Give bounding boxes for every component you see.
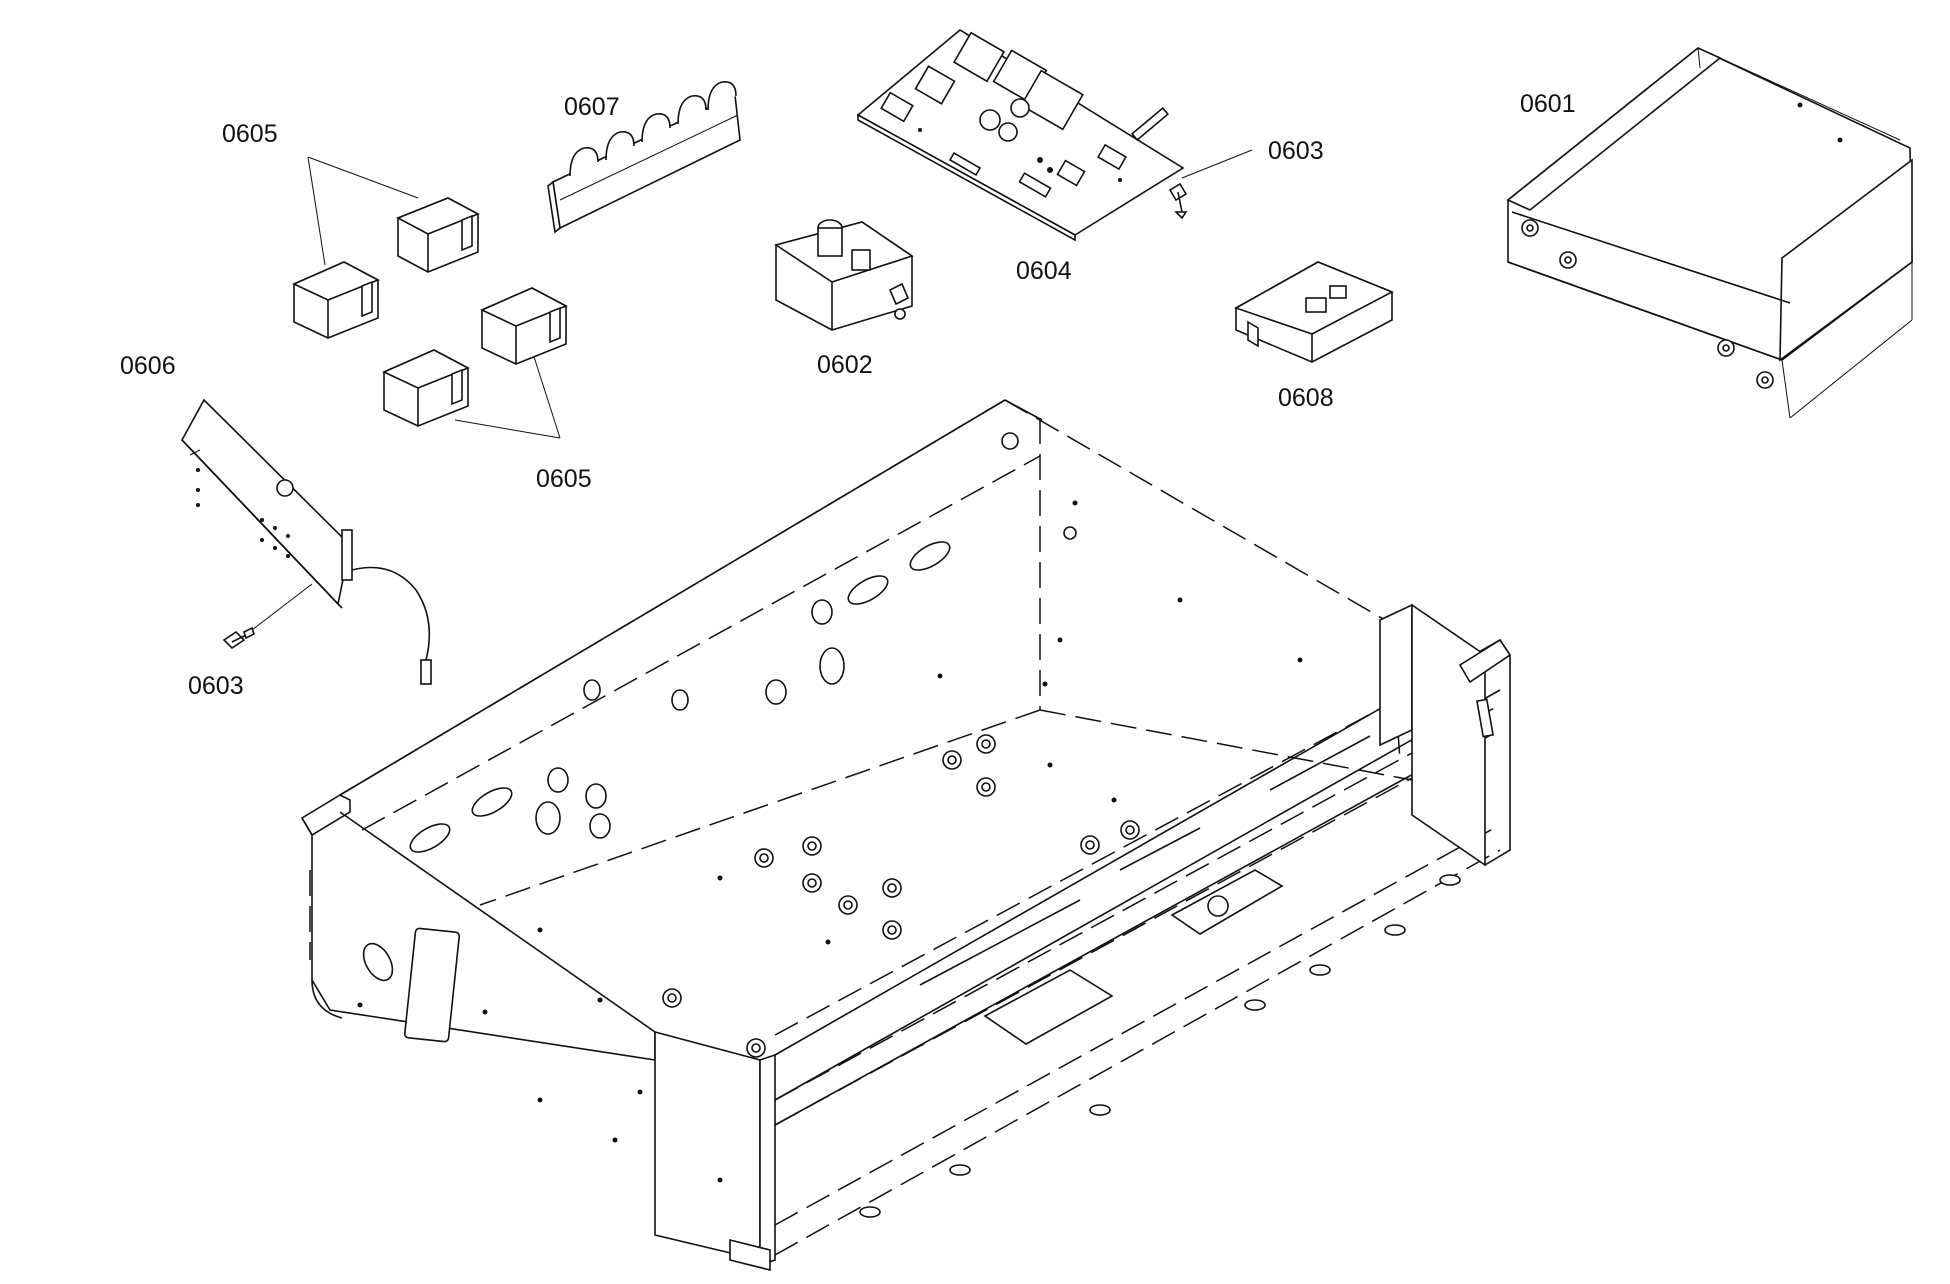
label-0606: 0606: [120, 352, 176, 380]
label-0601: 0601: [1520, 90, 1576, 118]
relay-cover-0605-a: [396, 197, 480, 273]
relay-cover-0605-b: [292, 261, 380, 339]
relay-cover-0605-c: [480, 287, 568, 365]
cover-panel-0601: [1506, 47, 1913, 419]
label-0604: 0604: [1016, 257, 1072, 285]
screw-0603-left: [222, 626, 255, 650]
floor-studs: [662, 734, 1140, 1058]
leader-lines: [242, 149, 1253, 638]
label-0603-top: 0603: [1268, 137, 1324, 165]
label-0607: 0607: [564, 93, 620, 121]
label-0603-left: 0603: [188, 672, 244, 700]
label-0608: 0608: [1278, 384, 1334, 412]
label-0605-bottom: 0605: [536, 465, 592, 493]
label-0605-top: 0605: [222, 120, 278, 148]
wire-holder-0607: [547, 80, 741, 234]
module-0608: [1234, 261, 1394, 363]
relay-cover-0605-d: [382, 349, 470, 427]
screw-0603-top: [1168, 182, 1188, 220]
control-board-0604: [856, 29, 1185, 242]
display-board-0606: [181, 398, 432, 685]
module-0602: [774, 219, 914, 331]
label-0602: 0602: [817, 351, 873, 379]
chassis: [300, 399, 1512, 1272]
